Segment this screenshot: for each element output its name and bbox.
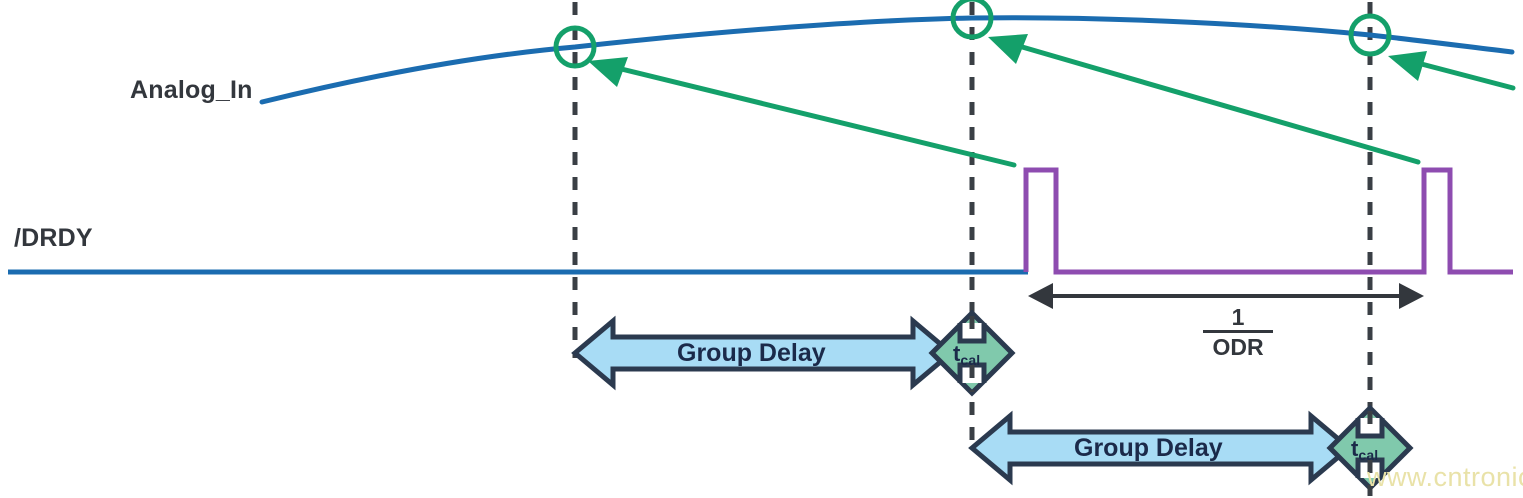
odr-arrow-head-right: [1399, 283, 1424, 309]
analog-in-signal-label: Analog_In: [130, 76, 253, 104]
tcal-diamond-1-notch-top: [957, 323, 987, 344]
odr-period-fraction: 1 ODR: [1203, 305, 1273, 360]
odr-period-arrow: [1028, 283, 1424, 309]
sample-annotation-group: [553, 0, 1516, 168]
tcal-label-1: tcal: [953, 341, 980, 368]
tcal-label-1-subscript: cal: [960, 351, 981, 368]
sample-arrow-line-2: [1002, 39, 1421, 165]
drdy-signal-label: /DRDY: [14, 224, 93, 252]
analog-in-waveform: [259, 15, 1515, 105]
sample-arrow-line-3: [1407, 58, 1516, 91]
sample-marker-circle-2: [950, 0, 994, 40]
sample-marker-circle-3: [1348, 13, 1392, 57]
dashed-reference-lines: [572, 2, 1373, 496]
tcal-label-1-base: t: [953, 341, 961, 366]
sample-arrow-head-2: [988, 34, 1028, 64]
tcal-label-2: tcal: [1351, 436, 1378, 463]
drdy-pulse-waveform: [1023, 167, 1513, 275]
group-delay-label-2: Group Delay: [1074, 434, 1223, 462]
sample-arrow-head-3: [1388, 51, 1427, 81]
odr-fraction-bar: [1203, 330, 1273, 333]
odr-fraction-numerator: 1: [1231, 304, 1245, 330]
tcal-label-2-subscript: cal: [1358, 446, 1379, 463]
tcal-diamond-2-notch-top: [1355, 418, 1385, 439]
odr-fraction-denominator: ODR: [1212, 334, 1264, 360]
sample-arrow-line-1: [602, 62, 1017, 168]
odr-arrow-head-left: [1028, 283, 1053, 309]
sample-marker-circle-1: [553, 25, 597, 69]
tcal-label-2-base: t: [1351, 436, 1359, 461]
sample-arrow-head-1: [588, 57, 628, 87]
watermark-text: www.cntronics.com: [1367, 462, 1523, 492]
group-delay-label-1: Group Delay: [677, 339, 826, 367]
